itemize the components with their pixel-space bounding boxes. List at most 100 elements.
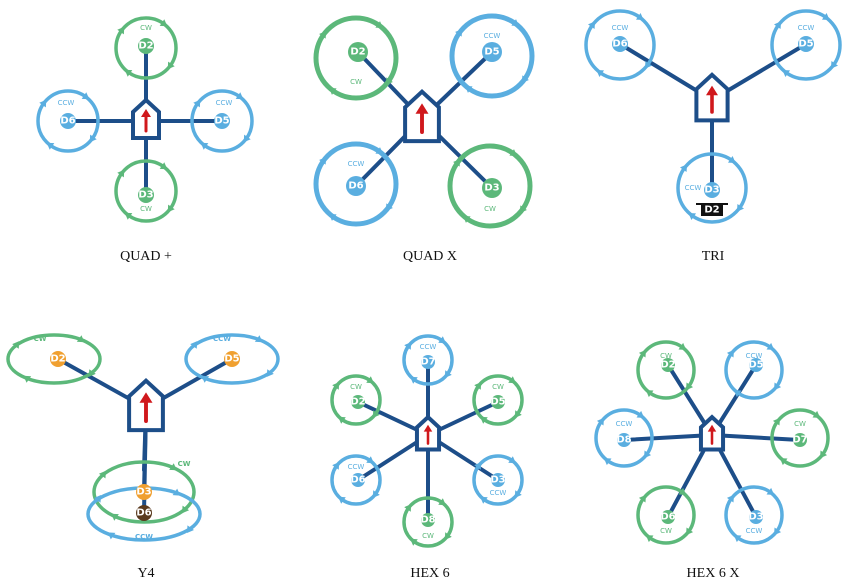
hex-6-x-motor-label-d5: D5 bbox=[748, 360, 763, 371]
quad-d5-rotation-arrow-icon bbox=[193, 99, 201, 108]
quad-x-d2-rotation-arrow-icon bbox=[319, 30, 327, 39]
y4-d5-rotation-arrow-icon bbox=[254, 335, 263, 343]
hex-6-x-rotation-label-d3: CCW bbox=[746, 527, 763, 535]
hex-6-motor-hub-d8 bbox=[421, 513, 435, 527]
hex-6-x-prop-ring-d3 bbox=[724, 485, 784, 545]
tri-prop-ring-d6 bbox=[584, 9, 656, 81]
y4-d6-rotation-arrow-icon bbox=[93, 494, 101, 503]
quad-rotation-label-d2: CW bbox=[140, 24, 152, 32]
quad-d5-rotation-arrow-icon bbox=[200, 142, 209, 150]
hex-6-x-d2-rotation-arrow-icon bbox=[686, 382, 694, 391]
hex-6-arrowhead-icon bbox=[423, 424, 433, 432]
caption-y4: Y4 bbox=[137, 566, 154, 581]
tri-motor-hub-d6 bbox=[612, 36, 628, 52]
hex-6-x-rotation-label-d5: CCW bbox=[746, 352, 763, 360]
hex-6-prop-ring-d2 bbox=[330, 374, 382, 426]
tri-arrowhead-icon bbox=[706, 85, 718, 96]
hex-6-x-motor-label-d3: D3 bbox=[748, 512, 763, 523]
y4-arrowhead-icon bbox=[139, 392, 153, 403]
y4-d6-rotation-arrow-icon bbox=[187, 525, 195, 534]
hex-6-d2-rotation-arrow-icon bbox=[366, 376, 374, 384]
tri-servo-badge bbox=[701, 204, 723, 216]
hex-6-motor-hub-d5 bbox=[491, 395, 505, 409]
quad-d6-rotation-arrow-icon bbox=[89, 134, 97, 143]
hex-6-d3-rotation-arrow-icon bbox=[480, 496, 488, 504]
y4-motor-label-d6: D6 bbox=[136, 508, 151, 519]
quad-x-arrowhead-icon bbox=[415, 103, 429, 114]
quad-x-motor-label-d5: D5 bbox=[484, 47, 499, 58]
quad-x-d2-rotation-arrow-icon bbox=[375, 21, 384, 29]
hex-6-x-d3-rotation-arrow-icon bbox=[726, 494, 734, 503]
hex-6-d8-rotation-arrow-icon bbox=[438, 498, 446, 506]
hex-6-x-arm-d8 bbox=[622, 433, 714, 442]
quad-rotation-label-d3: CW bbox=[140, 205, 152, 213]
caption-quad-plus: QUAD + bbox=[120, 249, 172, 264]
hex-6-x-prop-ring-d8 bbox=[594, 408, 654, 468]
quad-d6-rotation-arrow-icon bbox=[39, 99, 47, 108]
hex-6-x-d3-rotation-arrow-icon bbox=[733, 535, 742, 543]
hex-6-prop-ring-d8 bbox=[402, 496, 454, 548]
tri-d3-rotation-arrow-icon bbox=[680, 164, 688, 173]
hex-6-x-d6-rotation-arrow-icon bbox=[645, 535, 654, 543]
quad-motor-hub-d5 bbox=[214, 113, 230, 129]
hex-6-d2-rotation-arrow-icon bbox=[332, 382, 340, 390]
quad-x-d6-rotation-arrow-icon bbox=[328, 213, 337, 221]
hex-6-d7-rotation-arrow-icon bbox=[410, 376, 418, 384]
y4-prop-ring-d3 bbox=[92, 460, 196, 524]
quad-motor-label-d5: D5 bbox=[214, 116, 229, 127]
y4-prop-ring-d5 bbox=[184, 333, 280, 385]
y4-motor-label-d2: D2 bbox=[50, 354, 65, 365]
hex-6-motor-hub-d2 bbox=[351, 395, 365, 409]
hex-6-x-motor-label-d8: D8 bbox=[616, 435, 631, 446]
quad-x-motor-label-d6: D6 bbox=[348, 181, 363, 192]
y4-d5-rotation-arrow-icon bbox=[266, 369, 274, 377]
hex-6-d3-rotation-arrow-icon bbox=[514, 490, 522, 498]
hex-6-motor-hub-d6 bbox=[351, 473, 365, 487]
hex-6-x-d6-rotation-arrow-icon bbox=[686, 527, 694, 536]
hex-6-d7-rotation-arrow-icon bbox=[404, 342, 412, 350]
tri-d3-rotation-arrow-icon bbox=[727, 156, 736, 164]
y4-rotation-label-d2: CW bbox=[34, 335, 47, 343]
hex-6-x-d6-rotation-arrow-icon bbox=[638, 494, 646, 503]
quad-x-prop-ring-d3 bbox=[447, 143, 533, 229]
quad-x-rotation-label-d3: CW bbox=[484, 205, 496, 213]
quad-x-rotation-label-d6: CCW bbox=[348, 160, 365, 168]
hex-6-x-arrowhead-icon bbox=[707, 424, 717, 432]
y4-motor-label-d5: D5 bbox=[224, 354, 239, 365]
quad-motor-label-d2: D2 bbox=[138, 41, 153, 52]
hex-6-x-arm-d7 bbox=[710, 433, 802, 442]
hex-6-x-motor-label-d2: D2 bbox=[660, 360, 675, 371]
hex-6-x-motor-hub-d2 bbox=[661, 358, 675, 372]
tri-rotation-label-d6: CCW bbox=[612, 24, 629, 32]
tri-motor-label-d6: D6 bbox=[612, 39, 627, 50]
tri-motor-label-d3: D3 bbox=[704, 185, 719, 196]
quad-x-d6-rotation-arrow-icon bbox=[375, 147, 384, 155]
y4-d3-rotation-arrow-icon bbox=[98, 470, 106, 479]
hex-6-d2-rotation-arrow-icon bbox=[372, 410, 380, 418]
hex-6-d3-rotation-arrow-icon bbox=[508, 456, 516, 464]
hex-6-x-d7-rotation-arrow-icon bbox=[779, 458, 788, 466]
tri-d5-rotation-arrow-icon bbox=[782, 69, 791, 77]
quad-x-d6-rotation-arrow-icon bbox=[385, 203, 393, 212]
quad-x-d3-rotation-arrow-icon bbox=[462, 215, 471, 223]
hex-6-motor-hub-d3 bbox=[491, 473, 505, 487]
hex-6-prop-ring-d3 bbox=[472, 454, 524, 506]
hex-6-rotation-label-d5: CW bbox=[492, 383, 504, 391]
hex-6-x-d8-rotation-arrow-icon bbox=[644, 450, 652, 459]
hex-6-motor-label-d7: D7 bbox=[420, 357, 435, 368]
hex-6-x-d7-rotation-arrow-icon bbox=[820, 450, 828, 459]
hex-6-x-prop-ring-d6 bbox=[636, 485, 696, 545]
hex-6-x-motor-hub-d3 bbox=[749, 510, 763, 524]
hex-6-prop-ring-d5 bbox=[472, 374, 524, 426]
hex-6-d5-rotation-arrow-icon bbox=[508, 376, 516, 384]
caption-quad-x: QUAD X bbox=[403, 249, 457, 264]
y4-d5-rotation-arrow-icon bbox=[201, 375, 210, 383]
hex-6-x-d5-rotation-arrow-icon bbox=[726, 349, 734, 358]
y4-d6-rotation-arrow-icon bbox=[172, 488, 181, 496]
quad-x-d5-rotation-arrow-icon bbox=[464, 85, 473, 93]
quad-x-motor-hub-d5 bbox=[482, 42, 502, 62]
hex-6-x-motor-label-d6: D6 bbox=[660, 512, 675, 523]
tri-motor-label-d5: D5 bbox=[798, 39, 813, 50]
hex-6-rotation-label-d8: CW bbox=[422, 532, 434, 540]
